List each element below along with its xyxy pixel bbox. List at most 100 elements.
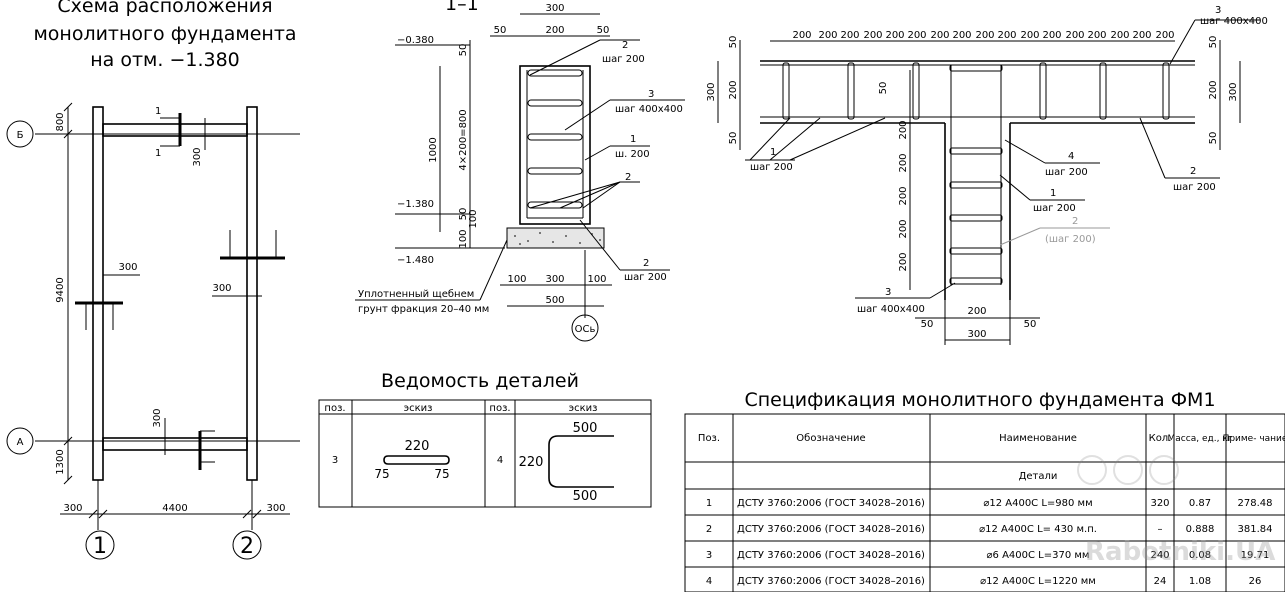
spec-r4-pos: 4 (706, 576, 712, 587)
spec-row-3: 3 ДСТУ 3760:2006 (ГОСТ 34028–2016) ⌀6 A4… (706, 550, 1270, 561)
tnode-c6-note: шаг 200 (1173, 182, 1216, 193)
tnode-c3-note: шаг 200 (1045, 167, 1088, 178)
tnode-dim-3: 200 (840, 30, 859, 41)
spec-title: Спецификация монолитного фундамента ФМ1 (744, 389, 1215, 411)
axis-label-2: 2 (240, 534, 254, 559)
sec-callout-5-pos: 2 (643, 258, 649, 269)
spec-r1-pos: 1 (706, 498, 712, 509)
spec-h-pos: Поз. (698, 433, 720, 444)
spec-r3-qty: 240 (1150, 550, 1169, 561)
sec-dim-top-a: 50 (494, 25, 507, 36)
spec-r1-qty: 320 (1150, 498, 1169, 509)
stirrups (527, 69, 583, 209)
column-stirrups (949, 64, 1003, 285)
level-mid: −1.380 (397, 199, 434, 210)
tnode-col-top: 50 (878, 82, 889, 95)
plan-dim-bottom: 1300 (55, 449, 66, 474)
tnode-right-total: 300 (1228, 82, 1239, 101)
spec-h-mass: Масса, ед., кг (1168, 434, 1233, 444)
spec-r2-pos: 2 (706, 524, 712, 535)
tnode-c4-note: шаг 200 (1033, 203, 1076, 214)
spec-r1-note: 278.48 (1238, 498, 1273, 509)
details-h3: поз. (489, 403, 510, 414)
tnode-col-2: 200 (898, 153, 909, 172)
tnode-c7-pos: 3 (885, 287, 891, 298)
spec-row-1: 1 ДСТУ 3760:2006 (ГОСТ 34028–2016) ⌀12 A… (706, 498, 1273, 509)
details-h1: поз. (324, 403, 345, 414)
details-pos-3: 3 (332, 455, 338, 466)
plan-dim-wall-left: 300 (118, 262, 137, 273)
plan-title-line-2: монолитного фундамента (33, 23, 296, 45)
spec-r4-note: 26 (1249, 576, 1262, 587)
sec-dim-b1: 100 (507, 274, 526, 285)
tnode-c4-pos: 1 (1050, 188, 1056, 199)
plan-dim-top: 800 (55, 112, 66, 131)
foundation-plan: Схема расположения монолитного фундамент… (6, 0, 300, 560)
spec-r3-code: ДСТУ 3760:2006 (ГОСТ 34028–2016) (737, 550, 925, 561)
tnode-left-2: 200 (728, 80, 739, 99)
sketch3-top: 220 (405, 439, 430, 454)
spec-row-2: 2 ДСТУ 3760:2006 (ГОСТ 34028–2016) ⌀12 A… (706, 524, 1273, 535)
tnode-dim-8: 200 (952, 30, 971, 41)
spec-h-name: Наименование (999, 433, 1077, 444)
spec-r4-mass: 1.08 (1189, 576, 1211, 587)
spec-r3-note: 19.71 (1241, 550, 1270, 561)
spec-r1-code: ДСТУ 3760:2006 (ГОСТ 34028–2016) (737, 498, 925, 509)
tnode-dim-13: 200 (1065, 30, 1084, 41)
spec-r1-mass: 0.87 (1189, 498, 1211, 509)
tnode-bot-c: 50 (1024, 319, 1037, 330)
tnode-dim-2: 200 (818, 30, 837, 41)
sec-callout-3-pos: 1 (630, 134, 636, 145)
watermark-text: Rabotniki.UA (1085, 537, 1275, 567)
sec-dim-h-bot-b: 100 (468, 209, 479, 228)
plan-title-line-1: Схема расположения (57, 0, 272, 17)
plan-dim-wall-right: 300 (212, 283, 231, 294)
tnode-dim-1: 200 (792, 30, 811, 41)
gravel-note-2: грунт фракция 20–40 мм (358, 304, 489, 315)
tnode-right-3: 50 (1208, 132, 1219, 145)
sec-dim-h-prep: 100 (458, 229, 469, 248)
sec-dim-h-mid: 4×200=800 (458, 109, 469, 170)
spec-section-label: Детали (1019, 471, 1058, 482)
spec-r2-note: 381.84 (1238, 524, 1273, 535)
section-title: 1–1 (445, 0, 479, 15)
tnode-bot-b: 200 (967, 306, 986, 317)
tnode-c2-pos: 1 (770, 147, 776, 158)
tnode-c1-pos: 3 (1215, 5, 1221, 16)
spec-r4-name: ⌀12 A400C L=1220 мм (980, 576, 1096, 587)
level-top: −0.380 (397, 35, 434, 46)
details-h2: эскиз (404, 403, 433, 414)
sec-callout-5-note: шаг 200 (624, 272, 667, 283)
spec-r4-code: ДСТУ 3760:2006 (ГОСТ 34028–2016) (737, 576, 925, 587)
sec-dim-b-total: 500 (545, 295, 564, 306)
plan-dim-right: 300 (266, 503, 285, 514)
sketch4-top: 500 (573, 421, 598, 436)
tnode-left-1: 50 (728, 36, 739, 49)
sec-callout-1-pos: 2 (622, 40, 628, 51)
tnode-col-3: 200 (898, 186, 909, 205)
plan-title-line-3: на отм. −1.380 (90, 49, 240, 71)
tnode-left-3: 50 (728, 132, 739, 145)
sec-dim-b2: 300 (545, 274, 564, 285)
spec-r2-qty: – (1158, 524, 1163, 535)
spec-row-4: 4 ДСТУ 3760:2006 (ГОСТ 34028–2016) ⌀12 A… (706, 576, 1262, 587)
cut-label-2: 1 (155, 148, 161, 159)
gravel-note-1: Уплотненный щебнем (358, 289, 474, 300)
details-h4: эскиз (569, 403, 598, 414)
axis-label-1: 1 (93, 534, 107, 559)
sec-callout-1-note: шаг 200 (602, 54, 645, 65)
tnode-dim-14: 200 (1087, 30, 1106, 41)
tnode-dim-4: 200 (863, 30, 882, 41)
plan-dim-mid: 4400 (162, 503, 187, 514)
tnode-dim-9: 200 (975, 30, 994, 41)
sec-callout-2-note: шаг 400х400 (615, 104, 683, 115)
tnode-c2-note: шаг 200 (750, 162, 793, 173)
tnode-col-4: 200 (898, 219, 909, 238)
details-title: Ведомость деталей (381, 370, 579, 392)
plan-dim-left: 300 (63, 503, 82, 514)
tnode-c6-pos: 2 (1190, 166, 1196, 177)
tnode-dim-7: 200 (930, 30, 949, 41)
sec-dim-b3: 100 (587, 274, 606, 285)
sec-dim-h-top: 50 (458, 44, 469, 57)
